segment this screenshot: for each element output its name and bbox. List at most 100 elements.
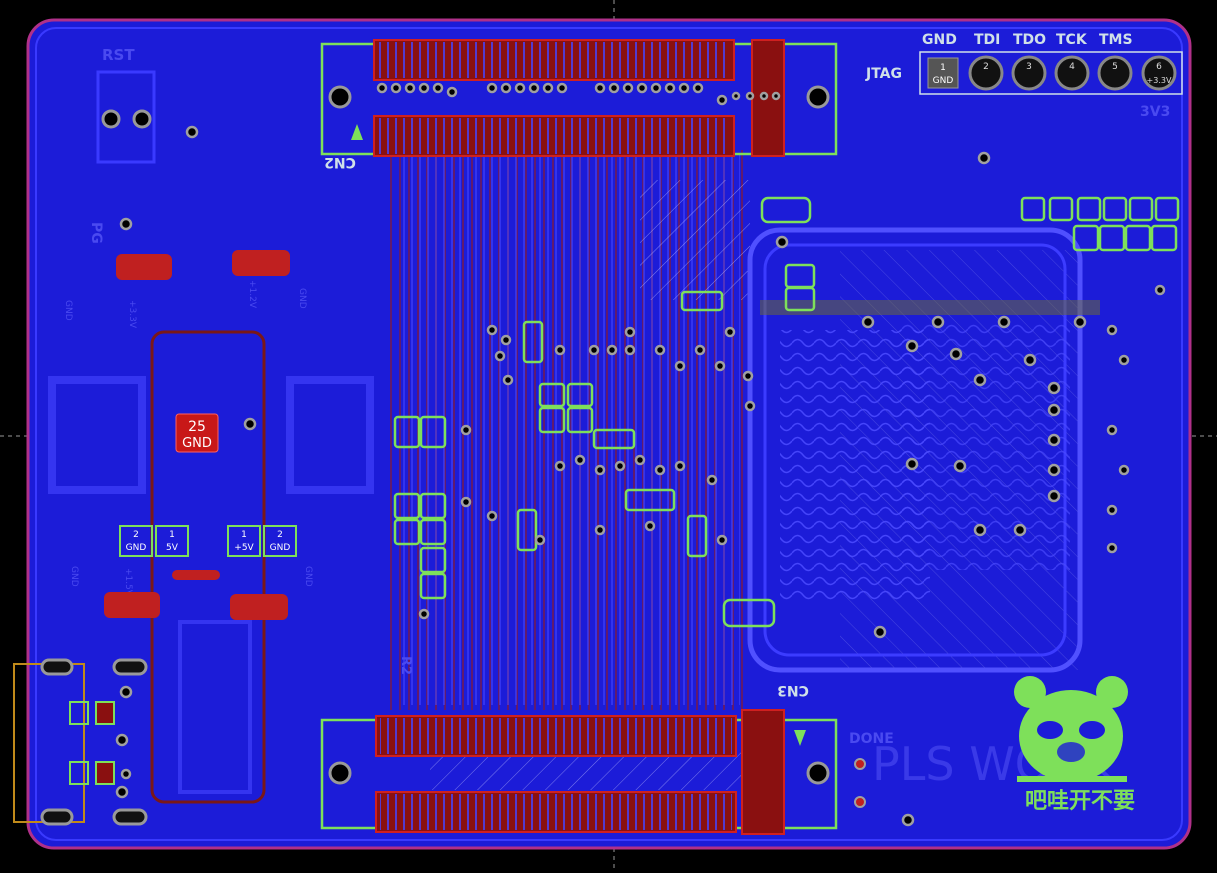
regulator-pad-left (48, 376, 146, 494)
power-module-outline (150, 330, 266, 804)
done-led-pad-1[interactable] (854, 758, 866, 770)
cap-6[interactable] (419, 518, 447, 546)
jtag-pin-1[interactable] (927, 57, 959, 89)
pad-25[interactable] (175, 413, 219, 453)
keepout-hatch-1 (640, 180, 750, 300)
jtag-col-gnd: GND (922, 32, 957, 48)
cn3-pin1-marker (794, 730, 806, 746)
usb-pad-c[interactable] (69, 761, 89, 785)
usb-shell-pad-2[interactable] (112, 658, 148, 676)
cap-30[interactable] (624, 488, 676, 512)
cap-22[interactable] (1154, 196, 1180, 222)
power-pad-4[interactable] (263, 525, 297, 557)
jtag-pin-4[interactable] (1054, 55, 1090, 91)
jtag-pin-5[interactable] (1097, 55, 1133, 91)
power-pad-3[interactable] (227, 525, 261, 557)
jtag-col-tms: TMS (1099, 32, 1133, 48)
r2-label: R2 (398, 656, 413, 675)
panda-mascot-logo (1014, 676, 1128, 782)
cap-31[interactable] (516, 508, 538, 552)
power-pad-2-net: 5V (166, 543, 179, 553)
silk-small-1: GND (63, 300, 73, 321)
regulator-pad-right (286, 376, 374, 494)
cn3-pad-row-b (380, 794, 732, 830)
cap-13[interactable] (760, 196, 812, 224)
cn3-mount-hole-left[interactable] (328, 761, 352, 785)
jtag-pin-1-net: GND (933, 76, 954, 86)
cap-23[interactable] (1072, 224, 1100, 252)
jtag-label: JTAG (865, 66, 902, 82)
pad-25-net: GND (182, 436, 212, 451)
jtag-pin-6-num: 6 (1156, 62, 1162, 72)
cn2-mount-hole-right[interactable] (806, 85, 830, 109)
jtag-pin-6-net: +3.3V (1147, 76, 1172, 85)
cap-29[interactable] (592, 428, 636, 450)
silk-small-7: GND (303, 566, 313, 587)
silk-small-3: +1.2V (247, 280, 257, 309)
cap-32[interactable] (686, 514, 708, 558)
cap-2[interactable] (419, 415, 447, 449)
cap-18[interactable] (1048, 196, 1074, 222)
via-field (115, 82, 1166, 827)
cap-20[interactable] (1102, 196, 1128, 222)
cap-26[interactable] (1150, 224, 1178, 252)
cap-9[interactable] (538, 382, 566, 408)
cap-10[interactable] (566, 382, 594, 408)
usb-pad-a[interactable] (69, 701, 89, 725)
cn3-label: CN3 (777, 682, 809, 698)
cap-5[interactable] (393, 518, 421, 546)
panda-caption: 吧哇开不要 (1025, 789, 1135, 814)
cap-12[interactable] (566, 406, 594, 434)
usb-shell-pad-3[interactable] (40, 808, 74, 826)
cap-3[interactable] (393, 492, 421, 520)
power-pad-2[interactable] (155, 525, 189, 557)
power-pad-3-num: 1 (241, 530, 247, 540)
jtag-pin-2[interactable] (968, 55, 1004, 91)
cap-27[interactable] (680, 290, 724, 312)
cap-1[interactable] (393, 415, 421, 449)
cn2-mount-hole-left[interactable] (328, 85, 352, 109)
cap-7[interactable] (419, 546, 447, 574)
cap-28[interactable] (522, 320, 544, 364)
power-pad-1[interactable] (119, 525, 153, 557)
jtag-pin-3[interactable] (1011, 55, 1047, 91)
jtag-pin-6[interactable] (1141, 55, 1177, 91)
inductor-footprint (178, 620, 252, 794)
done-led-pad-2[interactable] (854, 796, 866, 808)
cap-8[interactable] (419, 572, 447, 600)
silk-small-6: GND (69, 566, 79, 587)
usb-pad-b[interactable] (95, 701, 115, 725)
silk-small-2: +3.3V (127, 300, 137, 329)
cap-4[interactable] (419, 492, 447, 520)
pad-25-gnd[interactable]: 25 GND (175, 413, 219, 453)
rst-pad-1[interactable] (101, 109, 121, 129)
cap-16[interactable] (722, 598, 776, 628)
usb-pad-d[interactable] (95, 761, 115, 785)
cap-25[interactable] (1124, 224, 1152, 252)
usb-shell-pad-4[interactable] (112, 808, 148, 826)
center-components[interactable] (393, 196, 1180, 628)
jtag-pin-3-num: 3 (1026, 62, 1032, 72)
cap-19[interactable] (1076, 196, 1102, 222)
jtag-pin-5-num: 5 (1112, 62, 1118, 72)
cn2-label: CN2 (324, 154, 356, 170)
rst-button-footprint[interactable] (96, 70, 156, 164)
jtag-pin-4-num: 4 (1069, 62, 1075, 72)
cap-17[interactable] (1020, 196, 1046, 222)
cap-11[interactable] (538, 406, 566, 434)
cn2-pin1-marker (351, 124, 363, 140)
cap-21[interactable] (1128, 196, 1154, 222)
cap-15[interactable] (784, 286, 816, 312)
cn3-shield-pad (741, 709, 785, 835)
rst-pad-2[interactable] (132, 109, 152, 129)
power-pad-4-num: 2 (277, 530, 283, 540)
jtag-header[interactable]: GND TDI TDO TCK TMS JTAG 1 GND 2 3 4 5 6… (865, 32, 1183, 120)
cn3-mount-hole-right[interactable] (806, 761, 830, 785)
jtag-col-tdo: TDO (1013, 32, 1046, 48)
usb-shell-pad-1[interactable] (40, 658, 74, 676)
cap-24[interactable] (1098, 224, 1126, 252)
jtag-pin-2-num: 2 (983, 62, 989, 72)
jtag-col-tck: TCK (1056, 32, 1088, 48)
